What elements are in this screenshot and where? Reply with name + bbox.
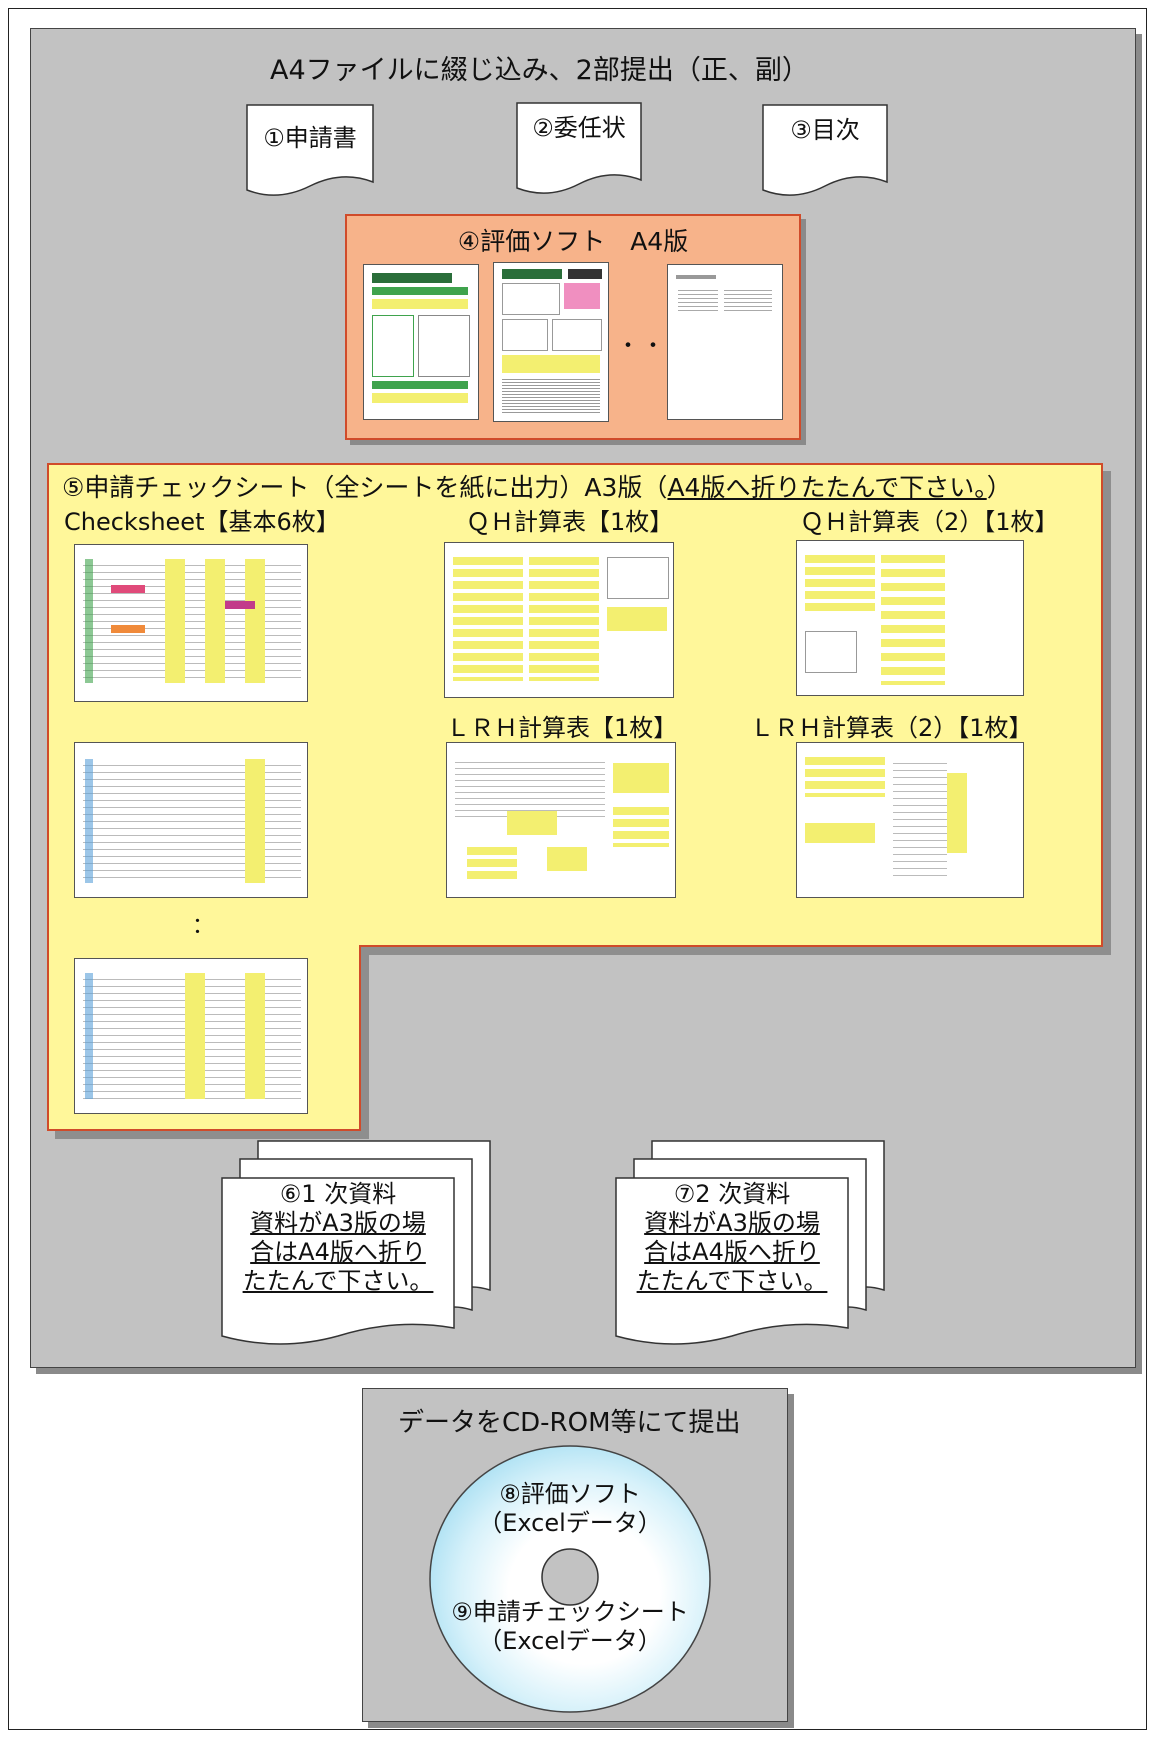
- cd-item-software-title: ⑧評価ソフト: [499, 1480, 641, 1508]
- checksheet-page-thumbnail: [74, 958, 308, 1114]
- document-icon: [516, 102, 642, 194]
- cd-item-checksheet: ⑨申請チェックシート （Excelデータ）: [428, 1598, 712, 1656]
- qh2-sheet-label: ＱＨ計算表（2）【1枚】: [800, 508, 1059, 536]
- checksheet-label: Checksheet【基本6枚】: [64, 508, 340, 536]
- secondary-materials-text: ⑦2 次資料 資料がA3版の場 合はA4版へ折り たたんで下さい。: [616, 1180, 848, 1296]
- qh2-sheet-thumbnail: [796, 540, 1024, 696]
- secondary-materials-title: ⑦2 次資料: [673, 1180, 791, 1208]
- more-sheets-ellipsis: ：: [192, 914, 215, 939]
- lrh2-sheet-label: ＬＲＨ計算表（2）【1枚】: [750, 714, 1033, 742]
- primary-materials-note-3: たたんで下さい。: [242, 1267, 434, 1295]
- checksheet-title-note: A4版へ折りたたんで下さい。: [667, 473, 987, 502]
- secondary-materials-note-1: 資料がA3版の場: [644, 1209, 820, 1237]
- checksheet-title-main: ⑤申請チェックシート（全シートを紙に出力）A3版（: [62, 473, 668, 502]
- secondary-materials-stack: ⑦2 次資料 資料がA3版の場 合はA4版へ折り たたんで下さい。: [614, 1140, 894, 1350]
- checksheet-title-end: ）: [986, 473, 1012, 502]
- secondary-materials-note-3: たたんで下さい。: [636, 1267, 828, 1295]
- evaluation-software-box: ④評価ソフト A4版 ・・・: [345, 214, 801, 440]
- software-page-thumbnail: [363, 264, 479, 420]
- cd-item-checksheet-sub: （Excelデータ）: [478, 1627, 662, 1655]
- software-title: ④評価ソフト A4版: [457, 227, 689, 256]
- document-label: ③目次: [790, 116, 860, 144]
- checksheet-page-thumbnail: [74, 742, 308, 898]
- qh-sheet-thumbnail: [444, 542, 674, 698]
- document-icon: [762, 104, 888, 196]
- document-application: ①申請書: [246, 104, 374, 200]
- primary-materials-stack: ⑥1 次資料 資料がA3版の場 合はA4版へ折り たたんで下さい。: [220, 1140, 500, 1350]
- software-page-thumbnail: [493, 262, 609, 422]
- cd-item-software: ⑧評価ソフト （Excelデータ）: [428, 1480, 712, 1538]
- primary-materials-note-2: 合はA4版へ折り: [250, 1238, 426, 1266]
- primary-materials-note-1: 資料がA3版の場: [250, 1209, 426, 1237]
- outer-frame: [8, 8, 1147, 1730]
- document-label: ①申請書: [263, 124, 357, 152]
- document-table-of-contents: ③目次: [762, 104, 888, 200]
- document-stack-icon: [615, 1140, 885, 1345]
- primary-materials-text: ⑥1 次資料 資料がA3版の場 合はA4版へ折り たたんで下さい。: [222, 1180, 454, 1296]
- cd-disc-icon: [429, 1445, 711, 1713]
- lrh-sheet-thumbnail: [446, 742, 676, 898]
- binder-title: A4ファイルに綴じ込み、2部提出（正、副）: [270, 55, 809, 86]
- document-label: ②委任状: [532, 114, 626, 142]
- lrh2-sheet-thumbnail: [796, 742, 1024, 898]
- qh-sheet-label: ＱＨ計算表【1枚】: [466, 508, 674, 536]
- primary-materials-title: ⑥1 次資料: [279, 1180, 397, 1208]
- checksheet-title: ⑤申請チェックシート（全シートを紙に出力）A3版（A4版へ折りたたんで下さい。）: [62, 468, 1012, 504]
- cd-item-checksheet-title: ⑨申請チェックシート: [451, 1598, 689, 1626]
- software-page-thumbnail: [667, 264, 783, 420]
- secondary-materials-note-2: 合はA4版へ折り: [644, 1238, 820, 1266]
- document-power-of-attorney: ②委任状: [516, 102, 642, 198]
- document-icon: [246, 104, 374, 196]
- lrh-sheet-label: ＬＲＨ計算表【1枚】: [446, 714, 678, 742]
- checksheet-page-thumbnail: [74, 544, 308, 702]
- cd-title: データをCD-ROM等にて提出: [398, 1408, 741, 1438]
- document-stack-icon: [221, 1140, 491, 1345]
- cd-item-software-sub: （Excelデータ）: [478, 1509, 662, 1537]
